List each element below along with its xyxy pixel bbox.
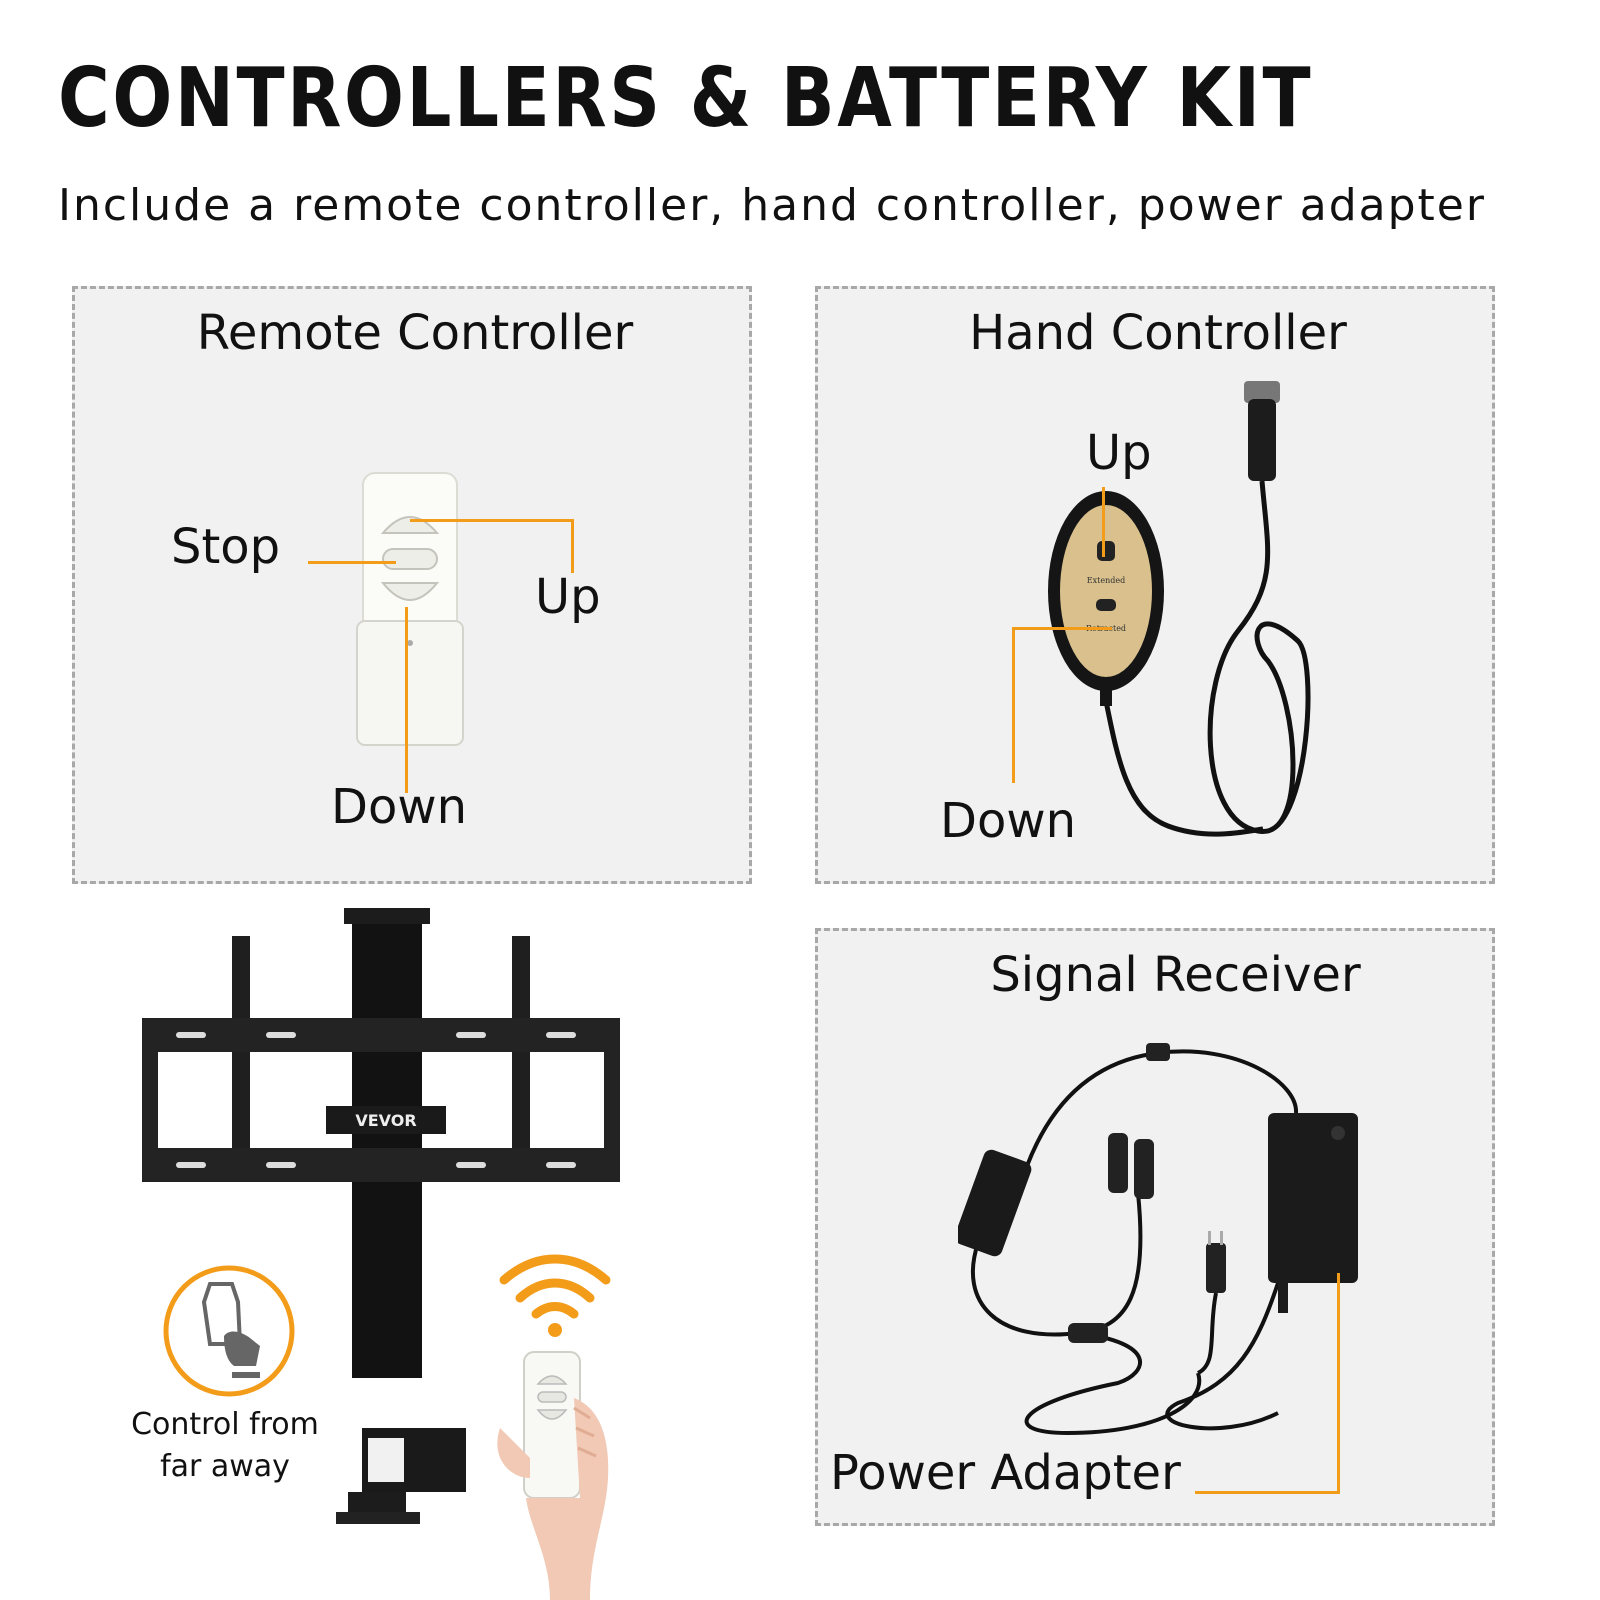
hand-down-leader-h — [1012, 627, 1112, 630]
hand-down-leader-v — [1012, 627, 1015, 783]
hand-holding-remote-image — [497, 1351, 609, 1600]
down-leader-line — [405, 607, 408, 793]
signal-receiver-image — [958, 1043, 1358, 1436]
remote-controller-image — [356, 472, 464, 746]
control-caption-line1: Control from — [131, 1407, 319, 1442]
signal-receiver-panel: Signal Receiver Power Adapter — [815, 928, 1495, 1526]
page-title: CONTROLLERS & BATTERY KIT — [58, 51, 1314, 146]
stop-leader-line — [308, 561, 396, 564]
wifi-signal-icon — [499, 1254, 611, 1337]
signal-label-adapter: Power Adapter — [830, 1445, 1181, 1501]
remote-label-stop: Stop — [171, 519, 281, 575]
remote-label-down: Down — [331, 779, 468, 835]
remote-hand-icon — [163, 1265, 295, 1397]
adapter-leader-v — [1337, 1273, 1340, 1494]
up-leader-line-h — [410, 519, 574, 522]
remote-label-up: Up — [535, 569, 601, 625]
hand-button-up-text: Extended — [1087, 576, 1125, 585]
brand-label: VEVOR — [355, 1111, 416, 1130]
remote-controller-panel: Remote Controller Stop Up Down — [72, 286, 752, 884]
page-subtitle: Include a remote controller, hand contro… — [58, 180, 1486, 231]
signal-panel-title: Signal Receiver — [990, 947, 1361, 1003]
control-caption: Control from far away — [110, 1404, 340, 1488]
adapter-leader-h — [1195, 1491, 1340, 1494]
hand-panel-title: Hand Controller — [969, 305, 1347, 361]
hand-label-up: Up — [1086, 425, 1152, 481]
remote-panel-title: Remote Controller — [196, 305, 634, 361]
hand-controller-image: Extended Retracted — [1048, 381, 1311, 837]
hand-up-leader-line — [1102, 487, 1105, 557]
control-caption-line2: far away — [160, 1449, 290, 1484]
tv-lift-image: VEVOR — [142, 908, 620, 1524]
hand-controller-panel: Hand Controller Extended Retracted Up Do… — [815, 286, 1495, 884]
up-leader-line-v — [571, 519, 574, 573]
hand-label-down: Down — [940, 793, 1077, 849]
